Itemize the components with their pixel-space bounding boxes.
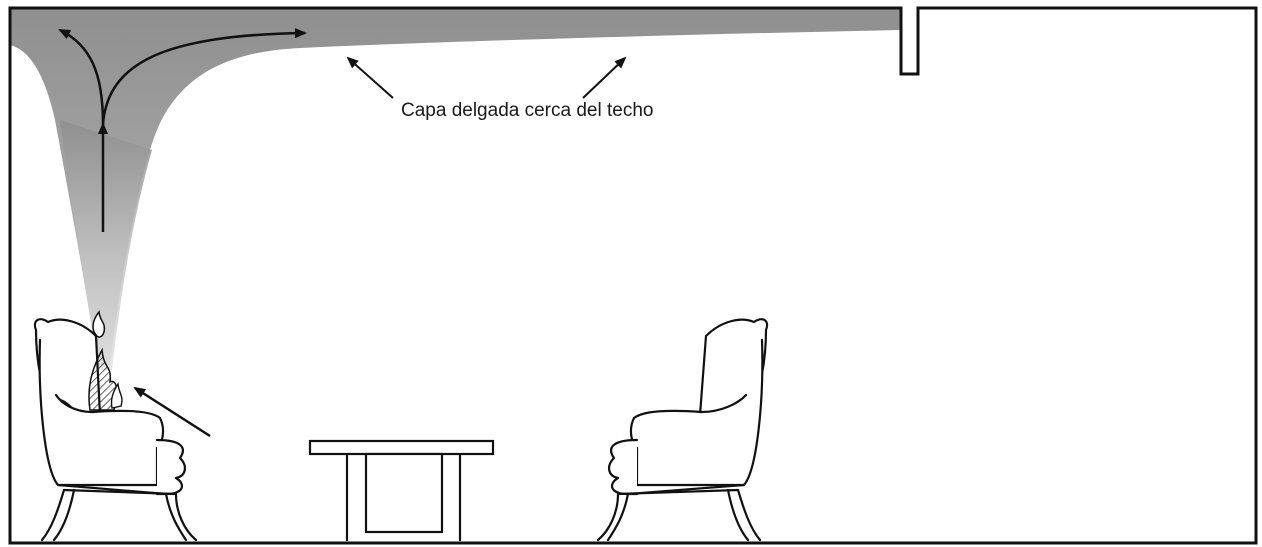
armchair-right — [596, 318, 769, 542]
room-outline — [8, 6, 1258, 545]
label-pointer-right-arrow — [582, 56, 627, 99]
label-pointer-left-arrow — [346, 56, 394, 99]
ceiling-flow-right-arrow — [101, 28, 307, 125]
smoke-plume — [60, 120, 152, 370]
fire-pointer-arrow — [133, 386, 211, 438]
coffee-table — [308, 439, 495, 541]
flame-icon — [92, 310, 106, 338]
armchair-left — [33, 318, 198, 542]
flame-small-icon — [110, 381, 123, 409]
ceiling-layer-label: Capa delgada cerca del techo — [401, 100, 654, 121]
ceiling-flow-left-arrow — [58, 28, 105, 125]
